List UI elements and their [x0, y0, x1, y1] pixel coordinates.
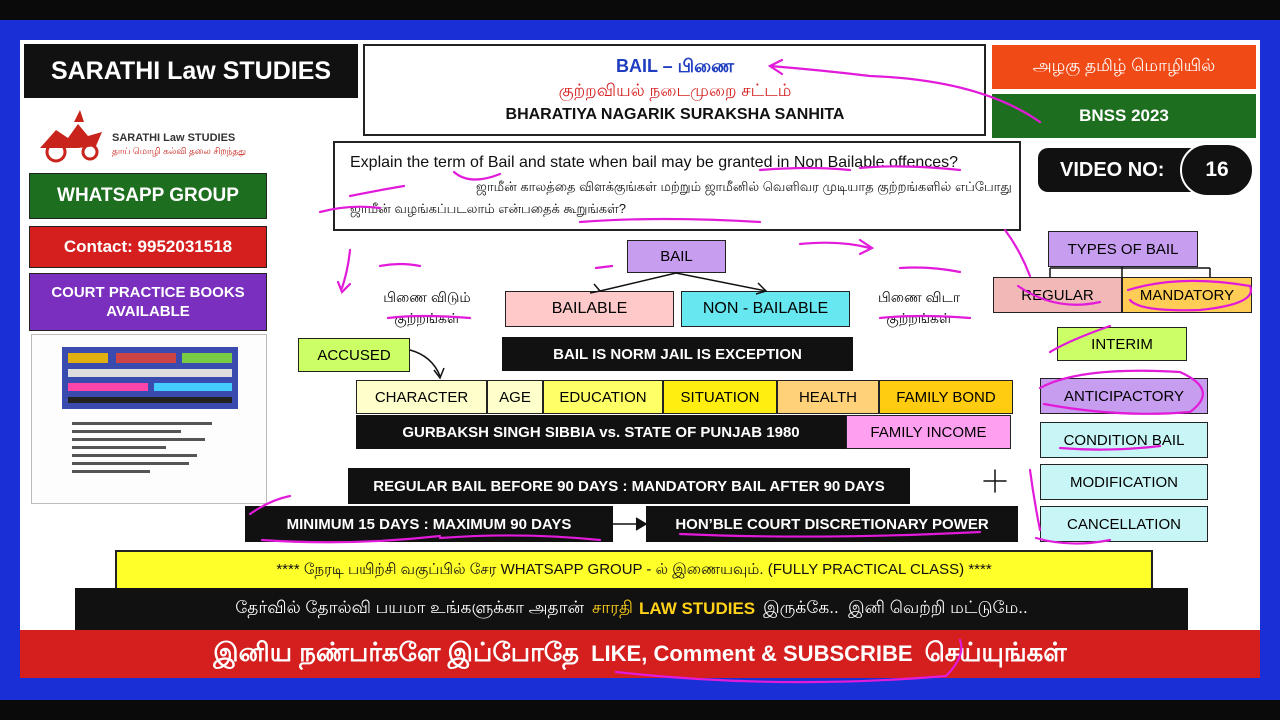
factor-health: HEALTH: [777, 380, 879, 414]
subscribe-cta[interactable]: LIKE, Comment & SUBSCRIBE: [591, 641, 913, 666]
motivation-tamil-brand: சாரதி: [591, 598, 633, 617]
page-title: BAIL – பிணை: [615, 55, 735, 76]
court-books-banner: COURT PRACTICE BOOKS AVAILABLE: [29, 273, 267, 331]
accused-node: ACCUSED: [298, 338, 410, 372]
case-law-banner: GURBAKSH SINGH SIBBIA vs. STATE OF PUNJA…: [356, 415, 846, 449]
cancellation-node: CANCELLATION: [1040, 506, 1208, 542]
book-cover-chart: [62, 347, 238, 409]
chariot-icon: [40, 110, 102, 163]
channel-title: SARATHI Law STUDIES: [24, 44, 358, 98]
min-max-days-banner: MINIMUM 15 DAYS : MAXIMUM 90 DAYS: [245, 506, 613, 542]
class-notice-banner: **** நேரடி பயிற்சி வகுப்பில் சேர WHATSAP…: [115, 550, 1153, 590]
whatsapp-group-button[interactable]: WHATSAPP GROUP: [29, 173, 267, 219]
page-subtitle-tamil: குற்றவியல் நடைமுறை சட்டம்: [558, 81, 792, 100]
regular-mandatory-banner: REGULAR BAIL BEFORE 90 DAYS : MANDATORY …: [348, 468, 910, 504]
bailable-tamil-label: பிணை விடும் குற்றங்கள்: [383, 289, 471, 326]
modification-node: MODIFICATION: [1040, 464, 1208, 500]
contact-number: Contact: 9952031518: [29, 226, 267, 268]
mandatory-bail-node: MANDATORY: [1122, 277, 1252, 313]
book-thumbnail[interactable]: [31, 334, 267, 504]
question-english: Explain the term of Bail and state when …: [350, 154, 959, 171]
non-bailable-node: NON - BAILABLE: [681, 291, 850, 327]
subscribe-text-end: செய்யுங்கள்: [924, 637, 1067, 667]
bailable-node: BAILABLE: [505, 291, 674, 327]
act-name: BHARATIYA NAGARIK SURAKSHA SANHITA: [505, 106, 845, 123]
factor-education: EDUCATION: [543, 380, 663, 414]
bail-norm-banner: BAIL IS NORM JAIL IS EXCEPTION: [502, 337, 853, 371]
video-number-badge: 16: [1180, 143, 1254, 197]
non-bailable-tamil-label: பிணை விடா குற்றங்கள்: [877, 289, 961, 326]
tamil-language-tag: அழகு தமிழ் மொழியில்: [992, 45, 1256, 89]
family-income-node: FAMILY INCOME: [846, 415, 1011, 449]
factor-age: AGE: [487, 380, 543, 414]
bnss-tag: BNSS 2023: [992, 94, 1256, 138]
motivation-text-start: தேர்வில் தோல்வி பயமா உங்களுக்கா அதான்: [235, 598, 584, 617]
bail-node: BAIL: [627, 240, 726, 273]
factor-family-bond: FAMILY BOND: [879, 380, 1013, 414]
factor-character: CHARACTER: [356, 380, 487, 414]
subscribe-banner: இனிய நண்பர்களே இப்போதே LIKE, Comment & S…: [20, 630, 1260, 678]
types-of-bail-node: TYPES OF BAIL: [1048, 231, 1198, 267]
motivation-brand: LAW STUDIES: [638, 599, 756, 618]
factor-situation: SITUATION: [663, 380, 777, 414]
logo-tagline: தாய் மொழி கல்வி தலை சிறந்தது: [112, 146, 247, 156]
question-box: [333, 141, 1021, 231]
channel-logo: SARATHI Law STUDIES தாய் மொழி கல்வி தலை …: [34, 108, 264, 166]
question-tamil: ஜாமீன் காலத்தை விளக்குங்கள் மற்றும் ஜாமீ…: [350, 179, 1012, 216]
regular-bail-node: REGULAR: [993, 277, 1122, 313]
condition-bail-node: CONDITION BAIL: [1040, 422, 1208, 458]
motivation-text-end: இருக்கே.. இனி வெற்றி மட்டுமே..: [763, 598, 1028, 617]
factors-row: CHARACTER AGE EDUCATION SITUATION HEALTH…: [356, 380, 1013, 414]
interim-bail-node: INTERIM: [1057, 327, 1187, 361]
subscribe-text-start: இனிய நண்பர்களே இப்போதே: [213, 637, 580, 667]
court-discretion-banner: HON’BLE COURT DISCRETIONARY POWER: [646, 506, 1018, 542]
anticipatory-bail-node: ANTICIPACTORY: [1040, 378, 1208, 414]
motivation-banner: தேர்வில் தோல்வி பயமா உங்களுக்கா அதான் சா…: [75, 588, 1188, 630]
video-number-label: VIDEO NO:: [1038, 148, 1208, 192]
logo-name: SARATHI Law STUDIES: [112, 132, 236, 144]
book-text-lines: [72, 417, 228, 478]
